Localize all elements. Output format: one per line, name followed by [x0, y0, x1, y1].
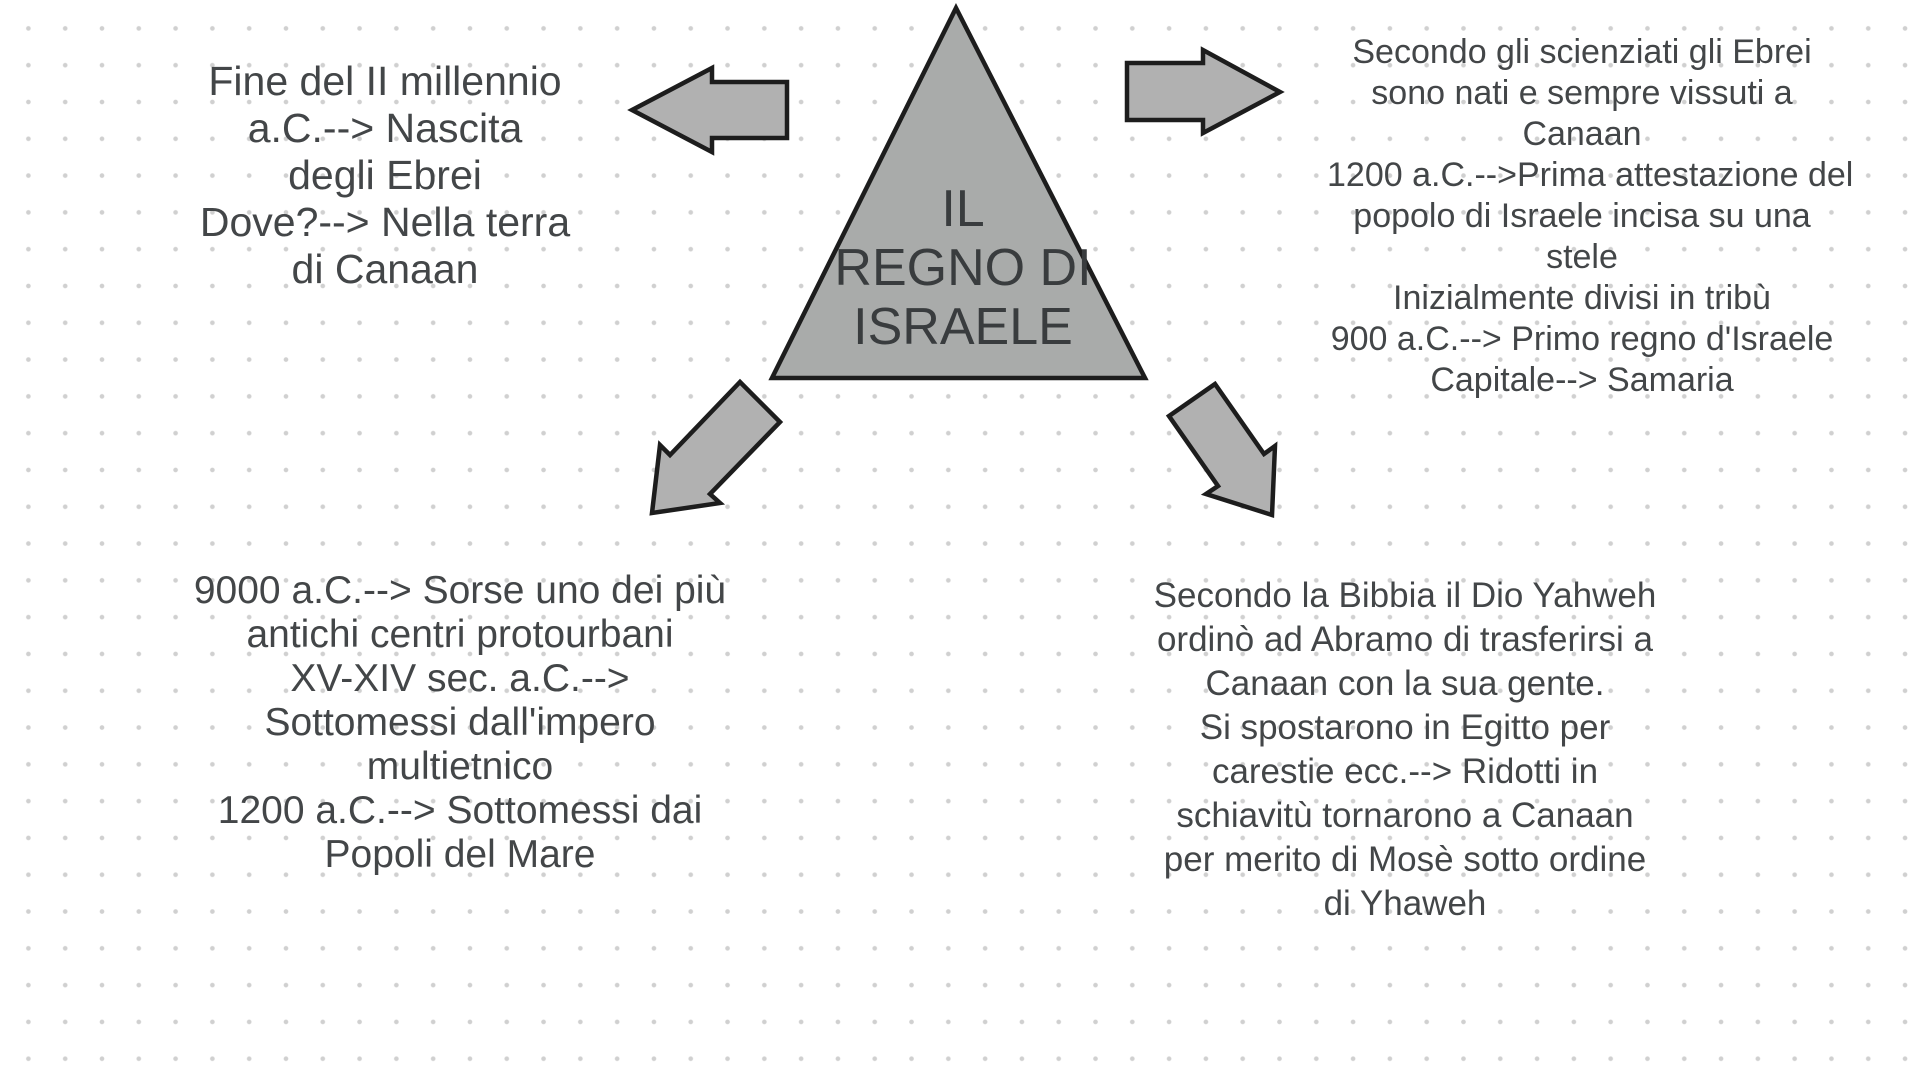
- text-line: schiavitù tornarono a Canaan: [1176, 796, 1634, 835]
- arrow-right-shape: [1124, 46, 1285, 137]
- text-line: multietnico: [366, 745, 554, 788]
- text-line: Secondo la Bibbia il Dio Yahweh: [1153, 576, 1657, 615]
- text-line: Secondo gli scienziati gli Ebrei: [1352, 33, 1812, 71]
- center-triangle: [768, 3, 1149, 381]
- text-line: popolo di Israele incisa su una: [1353, 197, 1811, 235]
- text-line: per merito di Mosè sotto ordine: [1163, 840, 1647, 879]
- text-line: degli Ebrei: [288, 152, 482, 198]
- text-line: di Canaan: [291, 246, 479, 292]
- text-line: carestie ecc.--> Ridotti in: [1211, 752, 1599, 791]
- text-line: Canaan con la sua gente.: [1205, 664, 1605, 703]
- text-line: Canaan: [1522, 115, 1642, 153]
- triangle-shape: [768, 3, 1149, 381]
- text-line: antichi centri protourbani: [246, 613, 674, 656]
- text-line: Popoli del Mare: [324, 833, 596, 876]
- text-line: 1200 a.C.--> Sottomessi dai: [217, 789, 703, 832]
- arrow-down-left-shape: [649, 378, 784, 516]
- arrow-down-right-icon: [1165, 380, 1278, 519]
- arrow-left-shape: [627, 64, 790, 156]
- text-line: XV-XIV sec. a.C.-->: [290, 657, 630, 700]
- arrow-left-icon: [627, 64, 790, 156]
- text-line: 9000 a.C.--> Sorse uno dei più: [193, 569, 727, 612]
- text-line: 900 a.C.--> Primo regno d'Israele: [1330, 320, 1834, 358]
- arrow-right-icon: [1124, 46, 1285, 137]
- text-line: stele: [1546, 238, 1618, 276]
- text-line: a.C.--> Nascita: [247, 105, 523, 151]
- arrow-down-right-shape: [1165, 380, 1278, 519]
- node-bottom-right: Secondo la Bibbia il Dio Yahweh ordinò ad…: [1135, 574, 1675, 926]
- text-line: Fine del II millennio: [208, 58, 562, 104]
- text-line: Si spostarono in Egitto per: [1199, 708, 1611, 747]
- text-line: di Yhaweh: [1323, 884, 1487, 923]
- text-line: IL: [941, 180, 985, 238]
- text-line: ISRAELE: [853, 298, 1073, 356]
- text-line: Sottomessi dall'impero: [264, 701, 656, 744]
- text-line: REGNO DI: [834, 239, 1092, 297]
- text-line: 1200 a.C.-->Prima attestazione del: [1327, 156, 1854, 194]
- text-line: ordinò ad Abramo di trasferirsi a: [1156, 620, 1654, 659]
- text-line: sono nati e sempre vissuti a: [1371, 74, 1793, 112]
- text-line: Capitale--> Samaria: [1430, 361, 1734, 399]
- arrow-down-left-icon: [649, 378, 784, 516]
- text-line: Dove?--> Nella terra: [199, 199, 571, 245]
- text-line: Inizialmente divisi in tribù: [1393, 279, 1771, 317]
